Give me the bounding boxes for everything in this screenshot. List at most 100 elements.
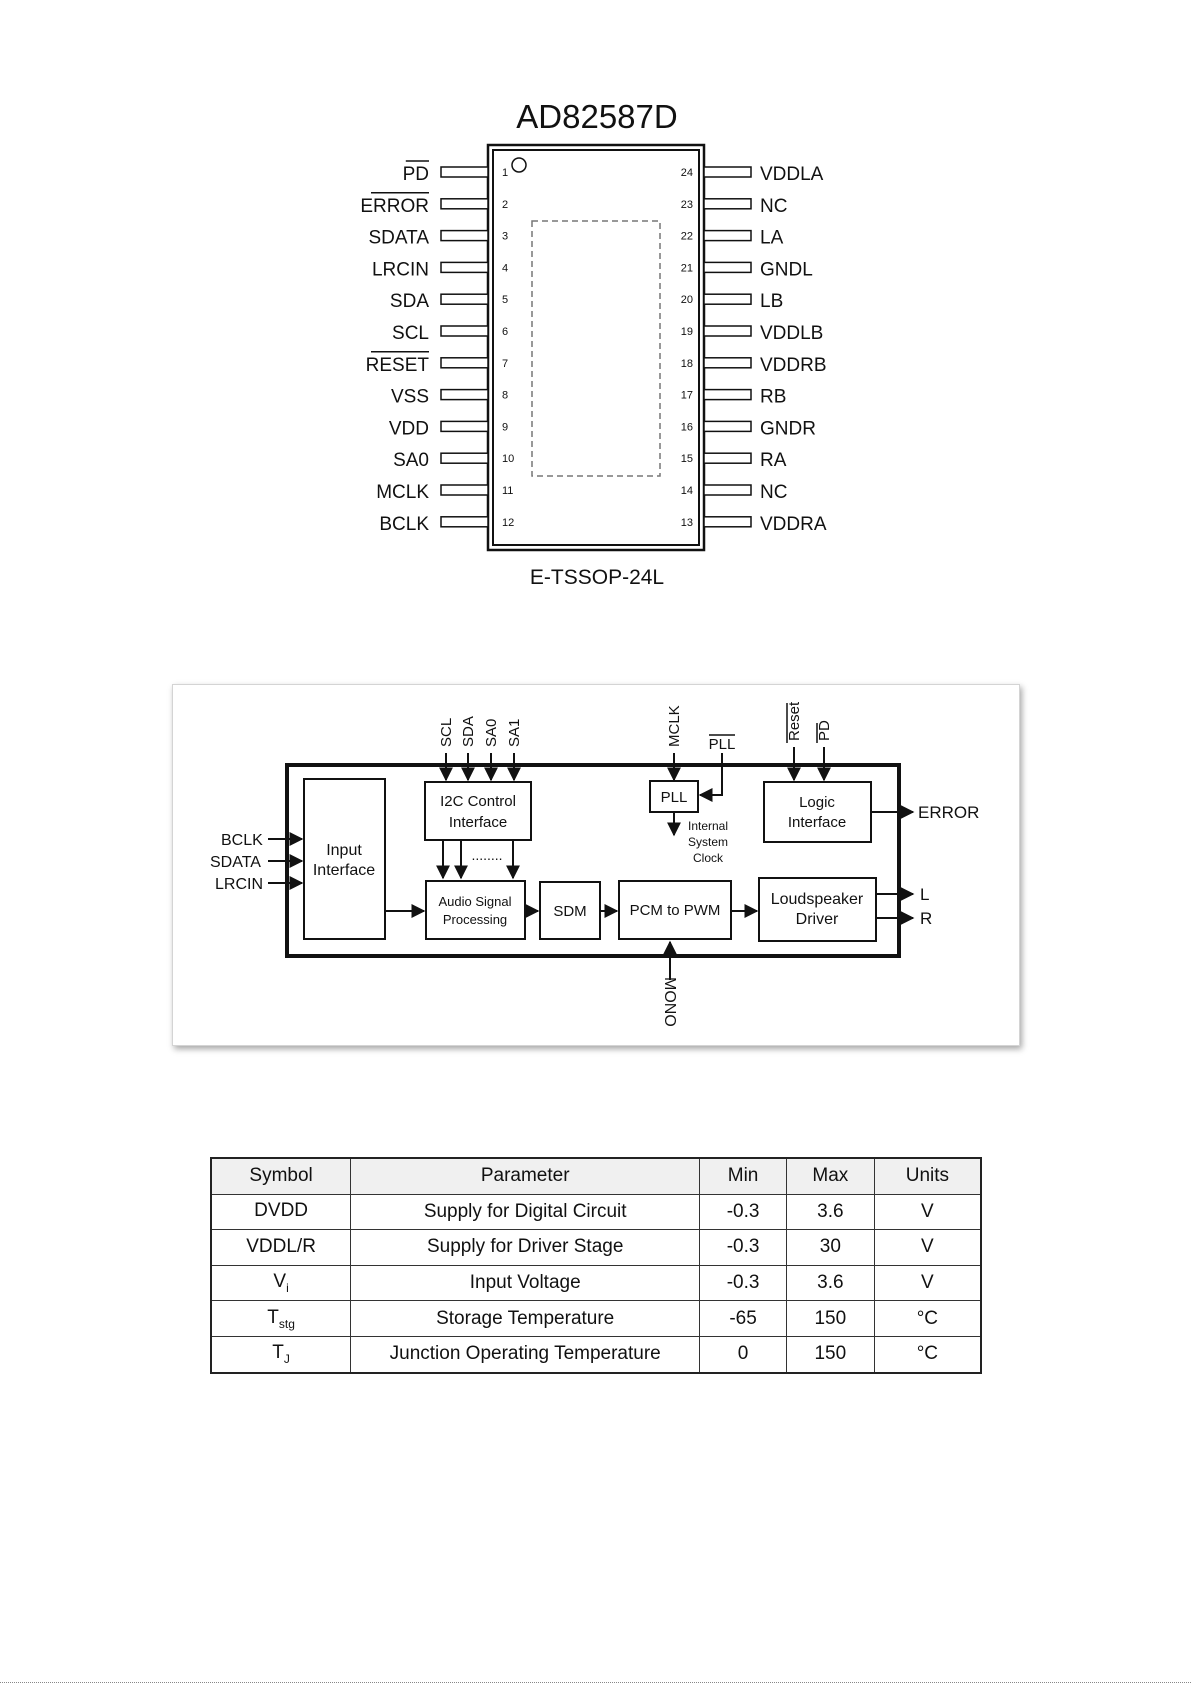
left-output-label: L <box>920 885 929 904</box>
pin-number: 6 <box>502 326 508 338</box>
pin-label: VSS <box>391 387 429 408</box>
pin-lead <box>703 388 752 401</box>
pin-lead <box>703 325 752 337</box>
scl-input-label: SCL <box>438 718 455 747</box>
pin-label: GNDR <box>760 418 816 439</box>
units-cell: °C <box>873 1335 982 1374</box>
pin-lead <box>703 229 752 242</box>
pin-lead <box>703 484 752 496</box>
chip-title: AD82587D <box>516 98 677 135</box>
units-cell: V <box>873 1264 982 1302</box>
symbol-cell: DVDD <box>210 1193 352 1231</box>
header-units: Units <box>873 1157 982 1195</box>
pin-label: LB <box>760 291 783 312</box>
reset-input-label: Reset <box>786 701 803 741</box>
parameter-cell: Supply for Driver Stage <box>350 1229 701 1266</box>
symbol-cell: VDDL/R <box>210 1229 352 1266</box>
sa0-input-label: SA0 <box>483 719 500 747</box>
pin-lead <box>703 452 752 464</box>
pin-label: VDDLB <box>760 323 823 344</box>
parameter-cell: Input Voltage <box>350 1264 701 1302</box>
internal-clock-label-3: Clock <box>693 851 724 865</box>
table-row: Tstg Storage Temperature -65 150 °C <box>210 1300 982 1337</box>
pin-lead <box>440 388 489 401</box>
logic-interface-block <box>763 781 872 843</box>
pin-label: VDD <box>389 418 429 439</box>
left-pin: 9 VDD <box>389 418 508 439</box>
sdm-label: SDM <box>553 903 586 920</box>
min-cell: -65 <box>699 1300 787 1337</box>
pin-lead <box>703 516 752 528</box>
pin-lead <box>440 166 489 178</box>
error-output-label: ERROR <box>918 803 979 822</box>
pin-label: VDDRB <box>760 355 827 376</box>
table-row: TJ Junction Operating Temperature 0 150 … <box>210 1335 982 1374</box>
pin-number: 14 <box>681 485 693 497</box>
left-pin-group: 1PD2ERROR3SDATA4LRCIN5SDA6SCL7RESET8VSS9… <box>360 160 514 535</box>
min-cell: 0 <box>699 1335 787 1374</box>
header-min: Min <box>699 1157 787 1195</box>
block-diagram: SCL SDA SA0 SA1 I2C Control Interface ..… <box>210 701 979 1027</box>
pin-label: SDA <box>390 291 429 312</box>
pin-label: VDDLA <box>760 164 824 185</box>
right-output-label: R <box>920 909 932 928</box>
chip-body-inner <box>492 149 700 546</box>
control-bus-dots: ........ <box>471 847 502 863</box>
audio-processing-label-2: Processing <box>443 912 507 927</box>
pin-number: 5 <box>502 294 508 306</box>
loudspeaker-driver-block <box>758 877 877 942</box>
pin-lead <box>440 516 489 528</box>
pin-lead <box>440 357 489 369</box>
pin-label: NC <box>760 482 787 503</box>
pin-label: ERROR <box>360 196 429 217</box>
lrcin-input-label: LRCIN <box>215 876 263 893</box>
input-interface-label-2: Interface <box>313 862 375 879</box>
pin-label: PD <box>403 164 429 185</box>
exposed-pad <box>531 220 661 477</box>
pin-label: BCLK <box>379 514 429 535</box>
max-cell: 150 <box>785 1335 875 1374</box>
pin-number: 21 <box>681 262 693 274</box>
pin-number: 17 <box>681 390 693 402</box>
pin1-marker <box>511 157 527 173</box>
pin-lead <box>440 325 489 337</box>
table-row: DVDD Supply for Digital Circuit -0.3 3.6… <box>210 1193 982 1231</box>
pin-number: 1 <box>502 167 508 179</box>
pin-number: 4 <box>502 262 508 274</box>
pin-number: 16 <box>681 421 693 433</box>
max-cell: 3.6 <box>785 1264 875 1302</box>
parameter-cell: Junction Operating Temperature <box>350 1335 701 1374</box>
pin-number: 13 <box>681 517 693 529</box>
units-cell: V <box>873 1193 982 1231</box>
table-row: Vi Input Voltage -0.3 3.6 V <box>210 1264 982 1302</box>
pin-lead <box>703 420 752 433</box>
sdata-input-label: SDATA <box>210 854 261 871</box>
logic-interface-label-1: Logic <box>799 794 835 811</box>
mclk-input-label: MCLK <box>666 705 683 747</box>
chip-body-outer <box>486 143 706 552</box>
pin-number: 9 <box>502 421 508 433</box>
i2c-control-label-1: I2C Control <box>440 793 516 810</box>
pin-lead <box>703 198 752 210</box>
loudspeaker-driver-label-1: Loudspeaker <box>771 891 864 908</box>
min-cell: -0.3 <box>699 1229 787 1266</box>
pin-label: LA <box>760 228 784 249</box>
symbol-cell: Vi <box>210 1264 352 1302</box>
i2c-control-block <box>424 781 532 841</box>
pin-number: 3 <box>502 231 508 243</box>
audio-processing-block <box>425 880 526 940</box>
input-interface-label-1: Input <box>326 842 362 859</box>
internal-clock-label-2: System <box>688 835 728 849</box>
pd-input-label: PD <box>816 720 833 741</box>
